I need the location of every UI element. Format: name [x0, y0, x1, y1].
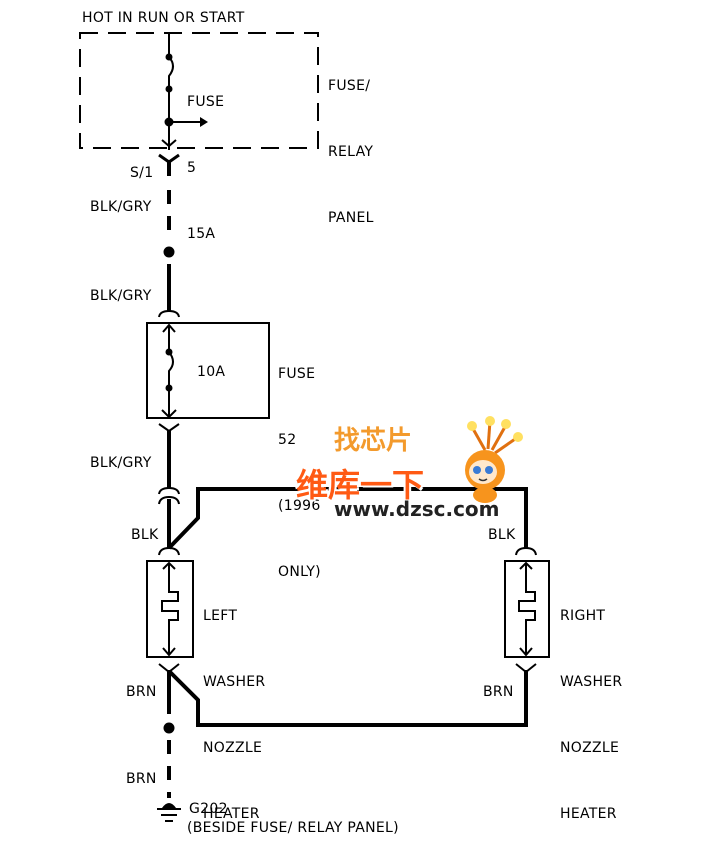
wire-label-brn-ground: BRN [126, 771, 157, 787]
fuse-52-box [146, 322, 270, 419]
label-line: HEATER [203, 806, 260, 822]
circuit-title: HOT IN RUN OR START [82, 10, 245, 26]
label-line: 5 [187, 160, 197, 176]
wire-label-brn-right: BRN [483, 684, 514, 700]
label-line: (1996 [278, 498, 321, 514]
wire-label-blk-right: BLK [488, 527, 516, 543]
label-line: RIGHT [560, 608, 606, 624]
fuse-52-label: FUSE 52 (1996 ONLY) [278, 319, 321, 605]
wire-label-blk-gry-3: BLK/GRY [90, 455, 152, 471]
label-line: FUSE [278, 366, 316, 382]
label-line: WASHER [203, 674, 266, 690]
right-heater-label: RIGHT WASHER NOZZLE HEATER [560, 561, 622, 847]
splice-dot-1 [163, 246, 175, 258]
fuse-relay-panel-box [79, 32, 319, 149]
wire-label-blk-gry-2: BLK/GRY [90, 288, 152, 304]
wire-label-blk-gry-1: BLK/GRY [90, 199, 152, 215]
fuse-52-rating: 10A [197, 364, 226, 380]
fuse-52-symbol [161, 323, 177, 419]
wire-label-blk-left: BLK [131, 527, 159, 543]
right-heater-box [504, 560, 550, 658]
ground-icon [157, 803, 181, 822]
label-line: HEATER [560, 806, 617, 822]
ground-id: G202 [189, 801, 228, 817]
fuse-5-symbol [161, 33, 208, 150]
splice-dot-2 [163, 722, 175, 734]
connector-right-heater-out [515, 663, 537, 674]
left-heater-symbol [161, 561, 179, 657]
label-line: ONLY) [278, 564, 321, 580]
label-line: FUSE/ [328, 78, 371, 94]
wire-label-brn-left: BRN [126, 684, 157, 700]
label-line: NOZZLE [560, 740, 620, 756]
wire-brn-join [167, 669, 528, 727]
left-heater-box [146, 560, 194, 658]
label-line: WASHER [560, 674, 623, 690]
connector-s1-label: S/1 [130, 165, 154, 181]
label-line: PANEL [328, 210, 374, 226]
fuse-relay-panel-label: FUSE/ RELAY PANEL [328, 31, 374, 251]
right-heater-symbol [518, 561, 536, 657]
label-line: 15A [187, 226, 216, 242]
label-line: 52 [278, 432, 297, 448]
label-line: RELAY [328, 144, 374, 160]
label-line: NOZZLE [203, 740, 263, 756]
fuse-5-label: FUSE 5 15A [187, 47, 224, 267]
connector-fuse52-in [158, 309, 180, 318]
ground-location: (BESIDE FUSE/ RELAY PANEL) [187, 820, 399, 836]
wire-blk-to-right [167, 487, 528, 550]
label-line: FUSE [187, 94, 225, 110]
connector-fuse52-out [158, 423, 180, 433]
label-line: LEFT [203, 608, 238, 624]
left-heater-label: LEFT WASHER NOZZLE HEATER [203, 561, 265, 847]
